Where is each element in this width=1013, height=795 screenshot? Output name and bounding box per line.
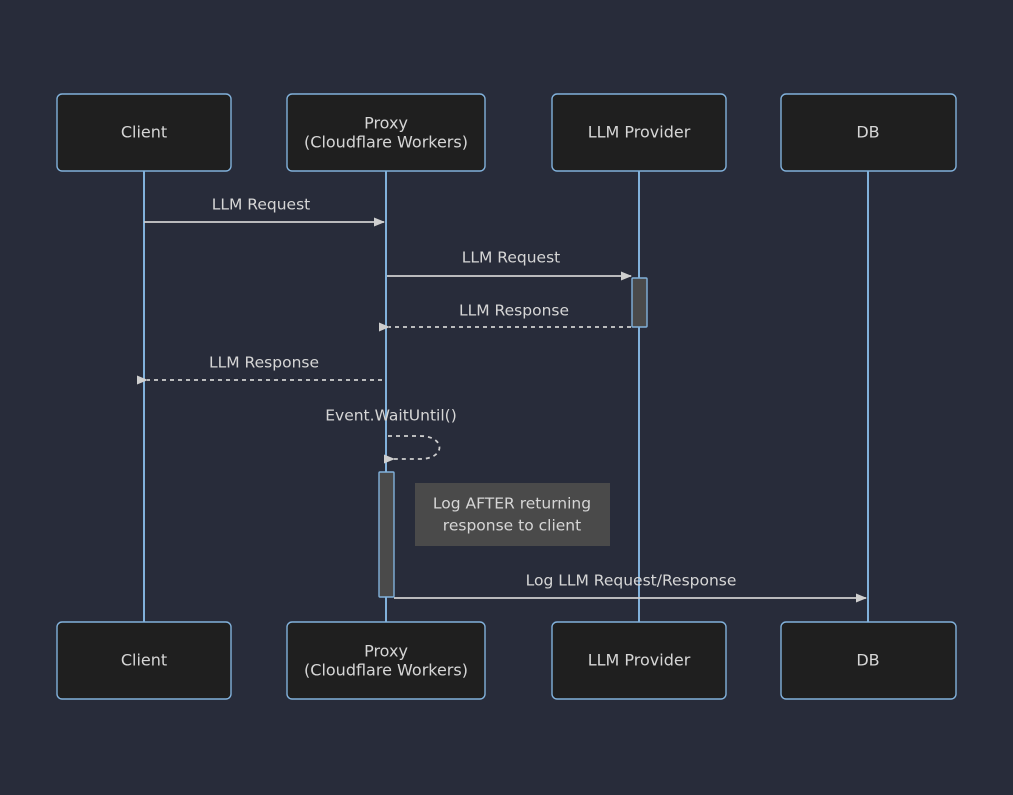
note-log-after-returning-line1: Log AFTER returning — [433, 495, 591, 513]
note-log-after-returning: Log AFTER returning response to client — [415, 483, 610, 546]
participants-top-group: Client Proxy (Cloudflare Workers) LLM Pr… — [56, 93, 957, 172]
message-event-waituntil-arrow — [384, 435, 441, 464]
message-llm-request-proxy-provider: LLM Request — [387, 249, 632, 281]
participant-top-db[interactable]: DB — [780, 93, 957, 172]
participant-top-proxy-label-line2: (Cloudflare Workers) — [304, 133, 468, 152]
message-log-llm-request-response: Log LLM Request/Response — [394, 572, 867, 603]
message-llm-request-proxy-provider-label: LLM Request — [462, 249, 561, 267]
participant-bottom-llm-provider[interactable]: LLM Provider — [551, 621, 727, 700]
message-llm-response-provider-proxy: LLM Response — [379, 302, 631, 332]
note-log-after-returning-box — [415, 483, 610, 546]
participant-bottom-client[interactable]: Client — [56, 621, 232, 700]
message-llm-response-provider-proxy-label: LLM Response — [459, 302, 569, 320]
message-event-waituntil-self-loop: Event.WaitUntil() — [325, 407, 457, 464]
lifelines-group — [143, 170, 869, 623]
activation-llm-provider — [631, 277, 648, 328]
participant-bottom-proxy-box[interactable] — [286, 621, 486, 700]
participants-bottom-group: Client Proxy (Cloudflare Workers) LLM Pr… — [56, 621, 957, 700]
participant-top-proxy-box[interactable] — [286, 93, 486, 172]
messages-group: LLM Request LLM Request LLM Response LLM… — [137, 196, 867, 603]
participant-bottom-proxy[interactable]: Proxy (Cloudflare Workers) — [286, 621, 486, 700]
participant-bottom-proxy-label-line1: Proxy — [364, 642, 408, 661]
participant-top-client[interactable]: Client — [56, 93, 232, 172]
activations-group — [378, 277, 648, 598]
message-llm-request-client-proxy: LLM Request — [144, 196, 385, 227]
participant-top-client-label: Client — [121, 123, 167, 142]
participant-bottom-llm-provider-box[interactable] — [551, 621, 727, 700]
message-llm-request-client-proxy-label: LLM Request — [212, 196, 311, 214]
participant-bottom-db-box[interactable] — [780, 621, 957, 700]
participant-top-llm-provider-label: LLM Provider — [588, 123, 691, 142]
participant-bottom-client-box[interactable] — [56, 621, 232, 700]
message-llm-response-proxy-client: LLM Response — [137, 354, 382, 385]
message-llm-response-proxy-client-label: LLM Response — [209, 354, 319, 372]
participant-bottom-client-label: Client — [121, 651, 167, 670]
participant-top-client-box[interactable] — [56, 93, 232, 172]
participant-bottom-llm-provider-label: LLM Provider — [588, 651, 691, 670]
participant-bottom-db[interactable]: DB — [780, 621, 957, 700]
participant-top-db-box[interactable] — [780, 93, 957, 172]
participant-top-llm-provider[interactable]: LLM Provider — [551, 93, 727, 172]
participant-bottom-db-label: DB — [856, 651, 879, 670]
message-log-llm-request-response-label: Log LLM Request/Response — [526, 572, 737, 590]
participant-top-llm-provider-box[interactable] — [551, 93, 727, 172]
participant-bottom-proxy-label-line2: (Cloudflare Workers) — [304, 661, 468, 680]
participant-top-proxy-label-line1: Proxy — [364, 114, 408, 133]
message-event-waituntil-label: Event.WaitUntil() — [325, 407, 457, 425]
activation-proxy — [378, 471, 395, 598]
participant-top-proxy[interactable]: Proxy (Cloudflare Workers) — [286, 93, 486, 172]
participant-top-db-label: DB — [856, 123, 879, 142]
note-log-after-returning-line2: response to client — [443, 517, 581, 535]
